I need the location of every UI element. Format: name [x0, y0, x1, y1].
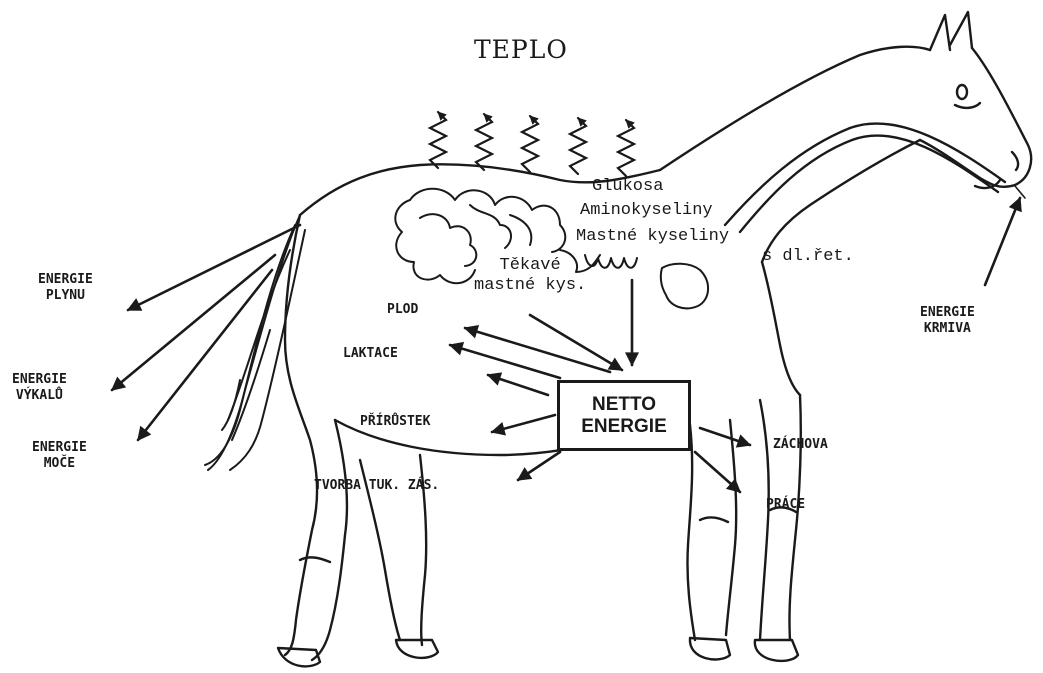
- label-prirustek: PŘÍRŮSTEK: [360, 414, 430, 430]
- hoof-front-1: [690, 638, 730, 659]
- horse-tail: [205, 215, 305, 470]
- label-energie-plynu: ENERGIE PLYNU: [38, 272, 93, 305]
- arrow-to-prirustek: [492, 415, 555, 432]
- label-krmiva-line2: KRMIVA: [920, 321, 975, 337]
- horse-throat: [762, 140, 920, 262]
- netto-energie-box: NETTO ENERGIE: [557, 380, 691, 451]
- label-tekave-mastne: Těkavé mastné kys.: [474, 256, 586, 297]
- horse-nostril: [1012, 152, 1018, 170]
- hoof-front-2: [755, 640, 798, 661]
- horse-head: [920, 48, 1031, 187]
- label-zachova: ZÁCHOVA: [773, 437, 828, 453]
- label-vykalu-line2: VÝKALŮ: [12, 388, 67, 404]
- horse-ear-right: [950, 12, 972, 48]
- label-plod: PLOD: [387, 302, 418, 318]
- label-vykalu-line1: ENERGIE: [12, 372, 67, 388]
- hoof-hind-1: [278, 648, 320, 666]
- label-laktace: LAKTACE: [343, 346, 398, 362]
- label-aminokyseliny: Aminokyseliny: [580, 200, 713, 221]
- heat-arrows: [430, 112, 634, 176]
- label-dl-ret: s dl.řet.: [762, 246, 854, 267]
- arrow-to-zachova: [700, 428, 750, 445]
- label-energie-moce: ENERGIE MOČE: [32, 440, 87, 473]
- label-mastne-kyseliny: Mastné kyseliny: [576, 226, 729, 247]
- arrow-to-laktace-2: [488, 375, 548, 395]
- horse-crest: [660, 47, 930, 170]
- label-prace: PRÁCE: [766, 497, 805, 513]
- label-glukosa: Glukosa: [592, 176, 663, 197]
- label-energie-vykalu: ENERGIE VÝKALŮ: [12, 372, 67, 405]
- stomach-sac: [661, 264, 708, 309]
- label-tekave-line1: Těkavé: [474, 256, 586, 276]
- netto-line2: ENERGIE: [581, 416, 667, 438]
- arrow-to-laktace: [450, 345, 560, 378]
- netto-line1: NETTO: [592, 394, 656, 416]
- label-plynu-line2: PLYNU: [38, 288, 93, 304]
- arrow-energie-plynu: [128, 225, 300, 310]
- horse-front-leg: [687, 425, 695, 640]
- label-tekave-line2: mastné kys.: [474, 276, 586, 296]
- arrow-energie-krmiva: [985, 198, 1020, 285]
- label-energie-krmiva: ENERGIE KRMIVA: [920, 305, 975, 338]
- label-moce-line2: MOČE: [32, 456, 87, 472]
- label-krmiva-line1: ENERGIE: [920, 305, 975, 321]
- horse-ear-left: [930, 15, 950, 50]
- arrow-to-tvorba: [518, 452, 560, 480]
- label-plynu-line1: ENERGIE: [38, 272, 93, 288]
- diagram-title: TEPLO: [474, 34, 568, 65]
- label-moce-line1: ENERGIE: [32, 440, 87, 456]
- label-tvorba: TVORBA TUK. ZÁS.: [314, 478, 439, 494]
- horse-outline: [278, 12, 1031, 666]
- horse-chest: [762, 262, 800, 395]
- hoof-hind-2: [396, 640, 438, 658]
- horse-eye: [957, 85, 967, 99]
- horse-hind-leg: [285, 215, 317, 655]
- horse-esophagus: [725, 124, 1005, 225]
